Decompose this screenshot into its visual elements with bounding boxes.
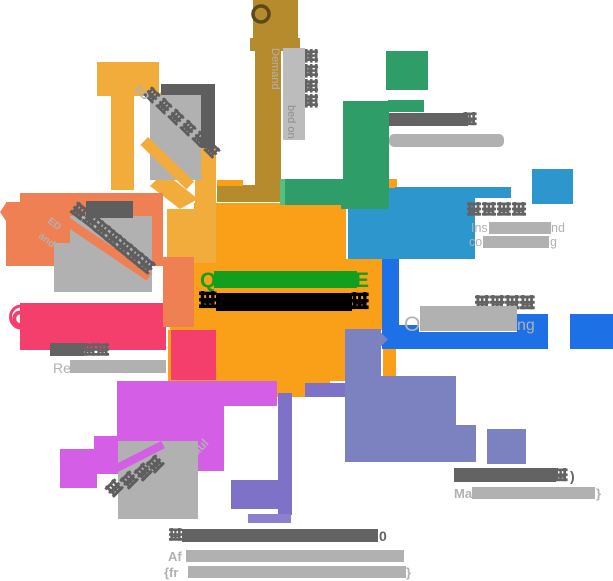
- svg-text:0: 0: [379, 528, 387, 544]
- svg-text:O: O: [404, 313, 420, 336]
- svg-text:nd: nd: [551, 221, 565, 235]
- svg-text:{fr: {fr: [164, 565, 178, 580]
- svg-text:E: E: [355, 269, 369, 292]
- svg-text:Re: Re: [53, 360, 71, 376]
- svg-text:g: g: [550, 235, 557, 249]
- svg-text:}: }: [596, 486, 601, 501]
- svg-text:Ins: Ins: [471, 221, 488, 235]
- svg-text:Ma: Ma: [454, 486, 473, 501]
- svg-text:Af: Af: [168, 549, 182, 564]
- svg-text:bed on: bed on: [285, 105, 297, 139]
- svg-text:Q: Q: [200, 269, 216, 292]
- svg-text:): ): [570, 468, 575, 484]
- svg-text:ng: ng: [517, 317, 535, 334]
- svg-text:co: co: [469, 235, 482, 249]
- svg-text:}: }: [406, 565, 411, 580]
- svg-text:Demand: Demand: [269, 48, 281, 90]
